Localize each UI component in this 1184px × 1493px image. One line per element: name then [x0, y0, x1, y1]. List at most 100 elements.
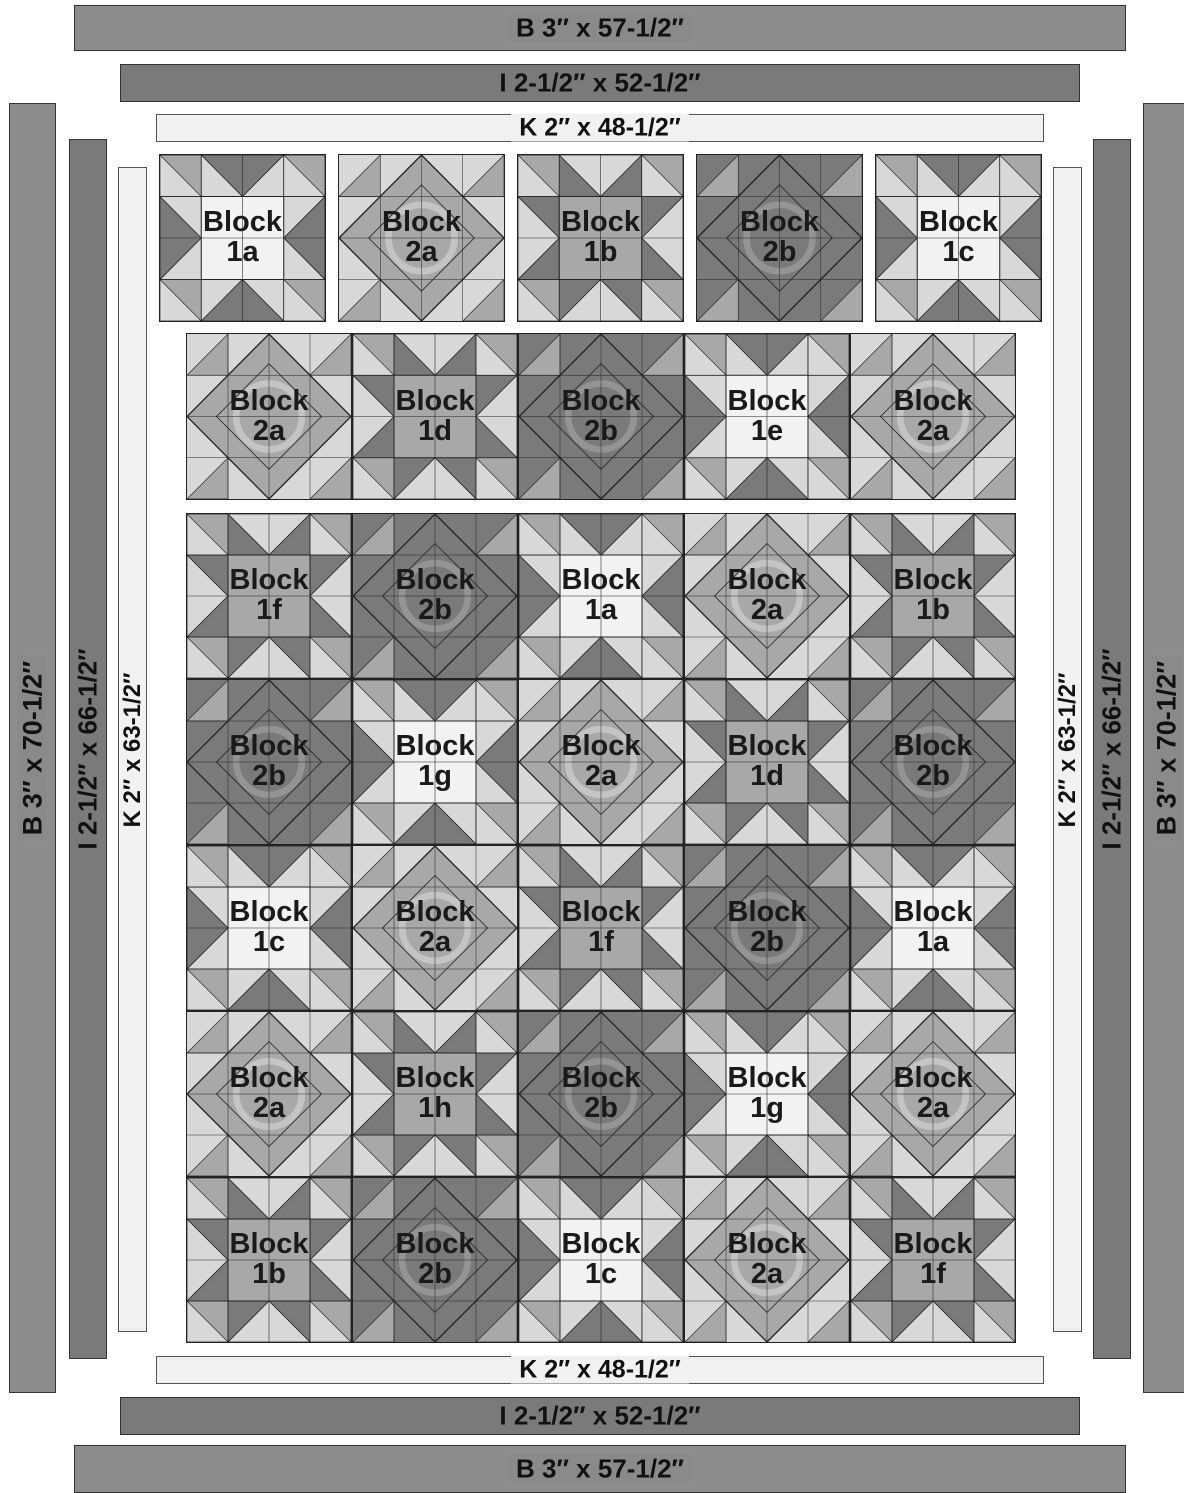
block-label: Block2b — [519, 1063, 683, 1123]
right-border-k: K 2″ x 63-1/2″ — [1053, 167, 1082, 1332]
block-id: 2b — [187, 761, 351, 791]
block-label: Block1f — [187, 565, 351, 625]
block-id: 2b — [685, 927, 849, 957]
quilt-block-1c: Block1c — [875, 154, 1042, 322]
bottom-border-k: K 2″ x 48-1/2″ — [156, 1356, 1044, 1384]
top-border-b: B 3″ x 57-1/2″ — [74, 5, 1126, 51]
block-word: Block — [685, 1229, 849, 1259]
block-id: 1a — [519, 595, 683, 625]
block-word: Block — [519, 565, 683, 595]
block-id: 1g — [685, 1093, 849, 1123]
block-label: Block1d — [685, 731, 849, 791]
left-border-k: K 2″ x 63-1/2″ — [118, 167, 147, 1332]
block-word: Block — [697, 207, 862, 237]
left-border-b: B 3″ x 70-1/2″ — [9, 103, 56, 1393]
block-word: Block — [519, 1229, 683, 1259]
quilt-block-1a: Block1a — [159, 154, 326, 322]
block-id: 1c — [187, 927, 351, 957]
block-word: Block — [851, 1063, 1015, 1093]
bottom-border-i: I 2-1/2″ x 52-1/2″ — [120, 1397, 1080, 1435]
block-label: Block2b — [697, 207, 862, 267]
top-border-b-label: B 3″ x 57-1/2″ — [75, 13, 1125, 44]
block-label: Block2a — [187, 1063, 351, 1123]
block-word: Block — [353, 1229, 517, 1259]
quilt-block-1f: Block1f — [850, 1177, 1016, 1343]
top-border-i: I 2-1/2″ x 52-1/2″ — [120, 64, 1080, 102]
block-word: Block — [518, 207, 683, 237]
left-border-k-label: K 2″ x 63-1/2″ — [119, 666, 147, 833]
block-word: Block — [519, 731, 683, 761]
block-label: Block1c — [876, 207, 1041, 267]
quilt-block-2b: Block2b — [696, 154, 863, 322]
block-word: Block — [353, 385, 517, 415]
block-word: Block — [851, 385, 1015, 415]
block-id: 1f — [851, 1259, 1015, 1289]
block-label: Block2a — [187, 385, 351, 445]
block-id: 1a — [160, 237, 325, 267]
block-id: 1a — [851, 927, 1015, 957]
quilt-block-2b: Block2b — [352, 513, 518, 679]
block-word: Block — [685, 565, 849, 595]
block-word: Block — [353, 731, 517, 761]
block-id: 2a — [353, 927, 517, 957]
block-label: Block2b — [353, 565, 517, 625]
block-id: 1f — [187, 595, 351, 625]
block-word: Block — [519, 897, 683, 927]
block-word: Block — [160, 207, 325, 237]
block-id: 1d — [353, 415, 517, 445]
block-id: 1c — [519, 1259, 683, 1289]
quilt-block-1a: Block1a — [518, 513, 684, 679]
bottom-border-i-label: I 2-1/2″ x 52-1/2″ — [121, 1401, 1079, 1432]
block-id: 1g — [353, 761, 517, 791]
block-word: Block — [519, 385, 683, 415]
right-border-k-label: K 2″ x 63-1/2″ — [1054, 666, 1082, 833]
right-border-b-label: B 3″ x 70-1/2″ — [1151, 655, 1182, 841]
block-label: Block1f — [519, 897, 683, 957]
block-label: Block2a — [685, 1229, 849, 1289]
block-word: Block — [519, 1063, 683, 1093]
block-word: Block — [353, 897, 517, 927]
top-border-k: K 2″ x 48-1/2″ — [156, 114, 1044, 142]
block-label: Block2b — [353, 1229, 517, 1289]
block-word: Block — [187, 1229, 351, 1259]
block-word: Block — [187, 897, 351, 927]
quilt-block-1e: Block1e — [684, 333, 850, 500]
bottom-border-b: B 3″ x 57-1/2″ — [74, 1445, 1126, 1493]
quilt-block-2a: Block2a — [338, 154, 505, 322]
bottom-border-k-label: K 2″ x 48-1/2″ — [157, 1356, 1043, 1385]
left-border-b-label: B 3″ x 70-1/2″ — [17, 655, 48, 841]
block-id: 2a — [851, 1093, 1015, 1123]
block-label: Block1e — [685, 385, 849, 445]
block-id: 2b — [353, 595, 517, 625]
block-id: 1c — [876, 237, 1041, 267]
block-label: Block1h — [353, 1063, 517, 1123]
quilt-block-1a: Block1a — [850, 845, 1016, 1011]
bottom-border-b-label: B 3″ x 57-1/2″ — [75, 1454, 1125, 1485]
block-word: Block — [685, 897, 849, 927]
block-word: Block — [851, 731, 1015, 761]
block-word: Block — [353, 1063, 517, 1093]
block-word: Block — [339, 207, 504, 237]
block-word: Block — [187, 1063, 351, 1093]
